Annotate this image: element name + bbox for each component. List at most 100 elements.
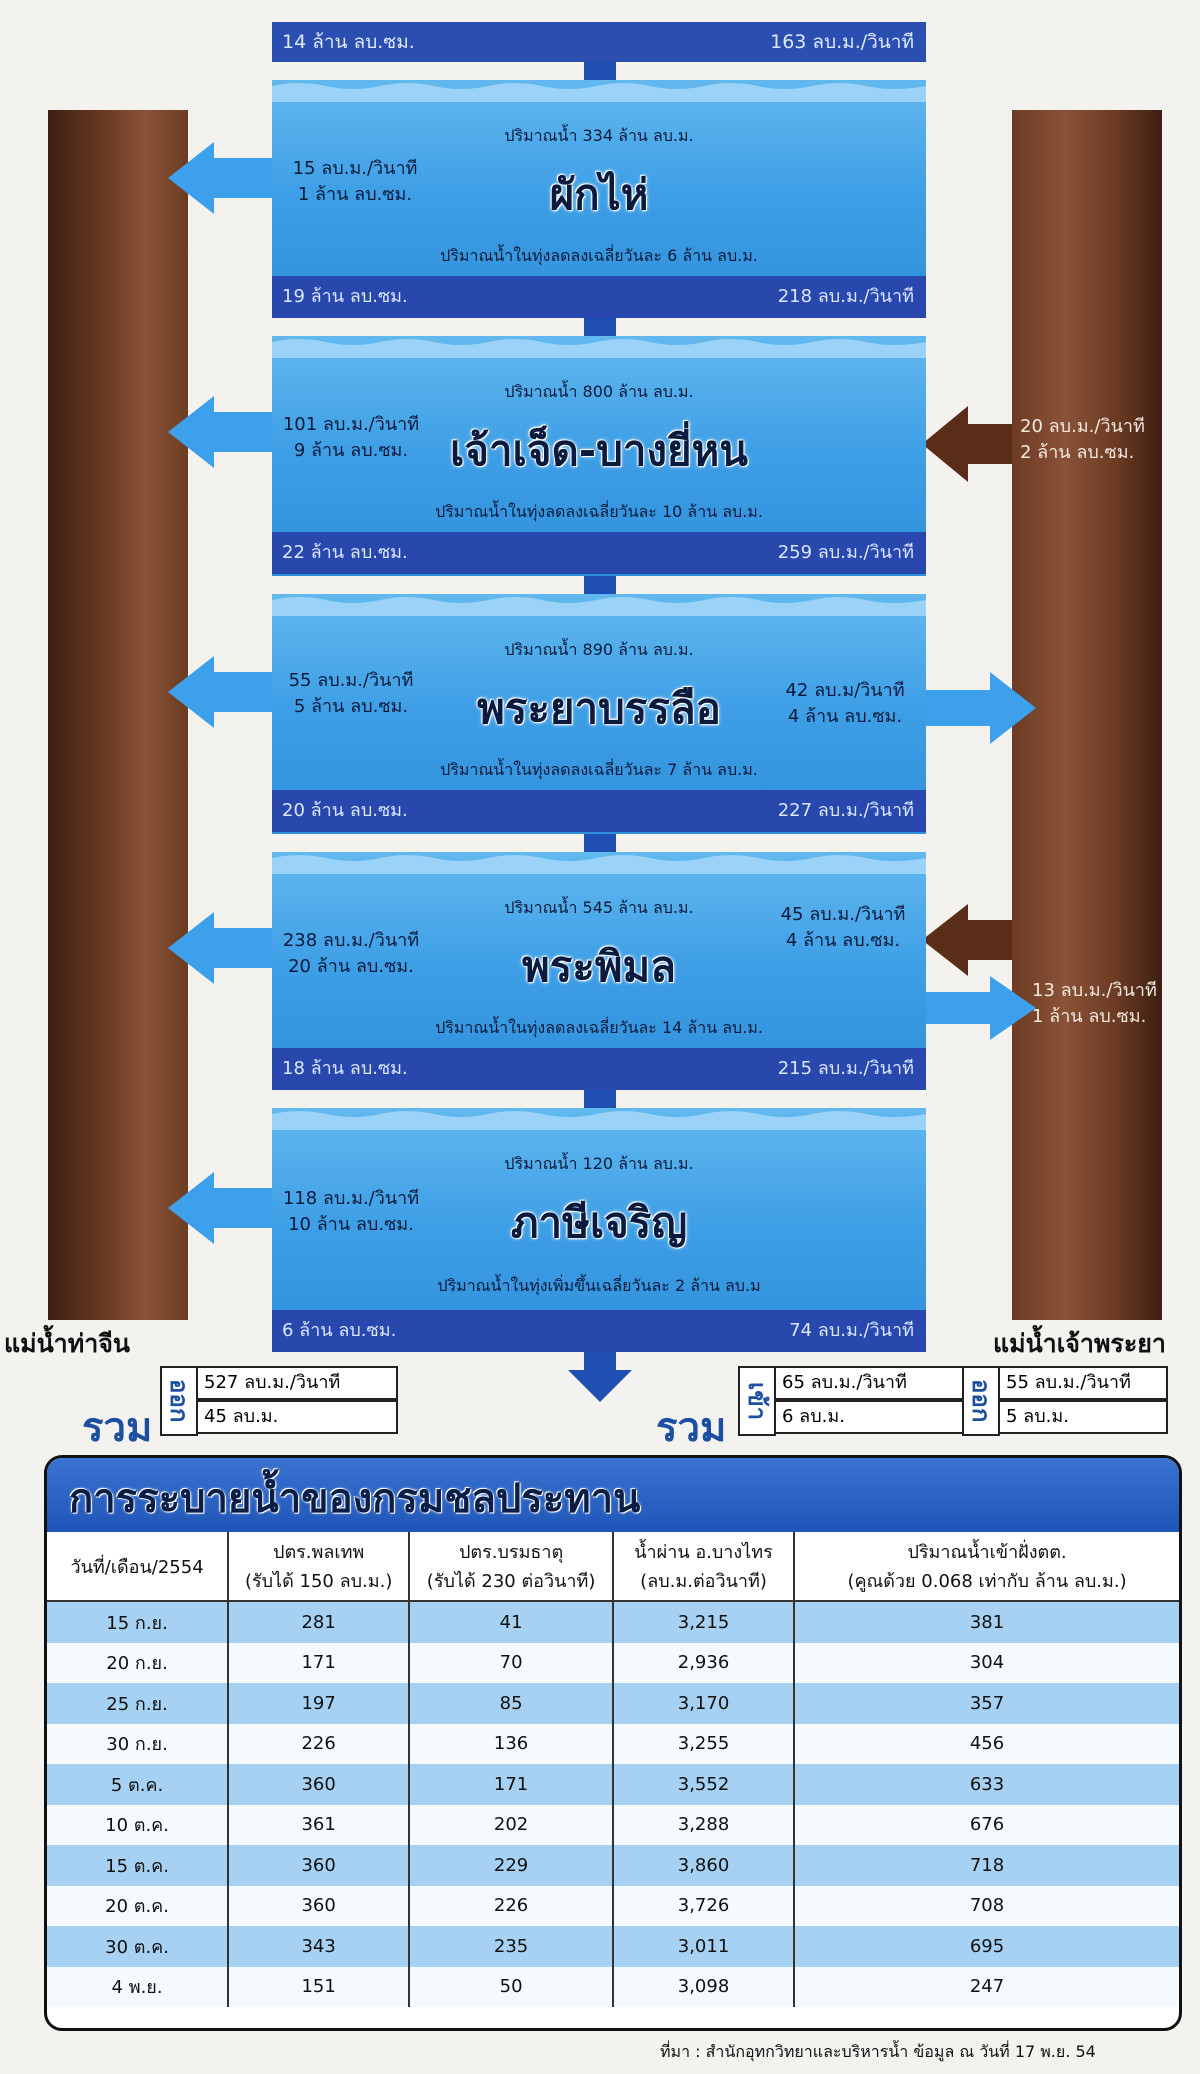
- box-bottom-bar: 6 ล้าน ลบ.ซม. 74 ลบ.ม./วินาที: [272, 1310, 926, 1352]
- table-cell: 5 ต.ค.: [47, 1764, 230, 1805]
- left-out-label-4: 238 ลบ.ม./วินาที 20 ล้าน ลบ.ซม.: [276, 928, 426, 980]
- bottom-left-value: 18 ล้าน ลบ.ซม.: [282, 1058, 408, 1079]
- right-in-label-4: 45 ลบ.ม./วินาที 4 ล้าน ลบ.ซม.: [768, 902, 918, 954]
- bottom-right-value: 215 ลบ.ม./วินาที: [777, 1058, 914, 1079]
- summary-right-label: รวม: [656, 1405, 727, 1451]
- table-cell: 50: [409, 1966, 614, 2007]
- table-cell: 15 ก.ย.: [47, 1601, 230, 1643]
- table-cell: 30 ก.ย.: [47, 1723, 230, 1764]
- bottom-left-value: 19 ล้าน ลบ.ซม.: [282, 286, 408, 307]
- wave-top-5: [272, 1111, 926, 1130]
- table-cell: 3,726: [612, 1885, 796, 1926]
- flow-volume: 5 ล้าน ลบ.ซม.: [293, 696, 409, 717]
- col-date: วันที่/เดือน/2554: [47, 1532, 230, 1602]
- right-in-label-2: 20 ลบ.ม./วินาที 2 ล้าน ลบ.ซม.: [1020, 414, 1170, 466]
- table-cell: 360: [228, 1885, 411, 1926]
- table-cell: 226: [409, 1885, 614, 1926]
- box-volume: ปริมาณน้ำ 545 ล้าน ลบ.ม.: [504, 898, 694, 917]
- bottom-right-value: 259 ลบ.ม./วินาที: [777, 542, 914, 563]
- summary-left-label: รวม: [82, 1405, 153, 1451]
- left-out-arrow-3: [168, 656, 272, 728]
- left-out-label-2: 101 ลบ.ม./วินาที 9 ล้าน ลบ.ซม.: [276, 412, 426, 464]
- wave-top-4: [272, 855, 926, 874]
- box-note: ปริมาณน้ำในทุ่งเพิ่มขึ้นเฉลี่ยวันละ 2 ล้…: [437, 1276, 761, 1295]
- bottom-right-value: 218 ลบ.ม./วินาที: [777, 286, 914, 307]
- table-cell: 151: [228, 1966, 411, 2007]
- box-phraya-banlue: ปริมาณน้ำ 890 ล้าน ลบ.ม. พระยาบรรลือ ปริ…: [272, 594, 926, 834]
- flow-volume: 20 ล้าน ลบ.ซม.: [288, 956, 414, 977]
- box-phak-hai: ปริมาณน้ำ 334 ล้าน ลบ.ม. ผักไห่ ปริมาณน้…: [272, 80, 926, 318]
- summary-right-in-volume: 6 ลบ.ม.: [774, 1400, 964, 1434]
- table-cell: 20 ก.ย.: [47, 1642, 230, 1683]
- top-strip-right: 163 ลบ.ม./วินาที: [770, 31, 914, 53]
- table-header-band: การระบายน้ำของกรมชลประทาน: [47, 1458, 1179, 1532]
- flow-rate: 118 ลบ.ม./วินาที: [282, 1188, 420, 1209]
- table-cell: 718: [794, 1845, 1179, 1886]
- flow-rate: 15 ลบ.ม./วินาที: [292, 158, 418, 179]
- box-bottom-bar: 20 ล้าน ลบ.ซม. 227 ลบ.ม./วินาที: [272, 790, 926, 832]
- box-note: ปริมาณน้ำในทุ่งลดลงเฉลี่ยวันละ 7 ล้าน ลบ…: [440, 760, 758, 779]
- flow-volume: 4 ล้าน ลบ.ซม.: [785, 930, 901, 951]
- wave-top-1: [272, 83, 926, 102]
- wave-top-3: [272, 597, 926, 616]
- table-cell: 20 ต.ค.: [47, 1885, 230, 1926]
- box-volume: ปริมาณน้ำ 890 ล้าน ลบ.ม.: [504, 640, 694, 659]
- table-cell: 3,098: [612, 1966, 796, 2007]
- table-cell: 2,936: [612, 1642, 796, 1683]
- col-phonlathep: ปตร.พลเทพ(รับได้ 150 ลบ.ม.): [228, 1532, 411, 1602]
- table-cell: 281: [228, 1601, 411, 1643]
- table-cell: 235: [409, 1926, 614, 1967]
- table-cell: 360: [228, 1764, 411, 1805]
- table-cell: 343: [228, 1926, 411, 1967]
- flow-volume: 2 ล้าน ลบ.ซม.: [1020, 442, 1135, 463]
- flow-volume: 10 ล้าน ลบ.ซม.: [288, 1214, 414, 1235]
- col-west-inflow: ปริมาณน้ำเข้าฝั่งตต.(คูณด้วย 0.068 เท่าก…: [794, 1532, 1179, 1602]
- left-out-arrow-1: [168, 142, 272, 214]
- table-header-row: วันที่/เดือน/2554 ปตร.พลเทพ(รับได้ 150 ล…: [47, 1532, 1179, 1602]
- left-out-arrow-4: [168, 912, 272, 984]
- flow-rate: 42 ลบ.ม/วินาที: [785, 680, 905, 701]
- summary-right-out-rate: 55 ลบ.ม./วินาที: [998, 1366, 1168, 1400]
- table-cell: 695: [794, 1926, 1179, 1967]
- summary-right-out-volume: 5 ลบ.ม.: [998, 1400, 1168, 1434]
- table-cell: 456: [794, 1723, 1179, 1764]
- summary-right-out-tag: ออก: [962, 1366, 1000, 1436]
- source-note: ที่มา : สำนักอุทกวิทยาและบริหารน้ำ ข้อมู…: [660, 2042, 1096, 2061]
- chao-phraya-river: [1012, 110, 1162, 1320]
- flow-volume: 9 ล้าน ลบ.ซม.: [293, 440, 409, 461]
- table-cell: 3,860: [612, 1845, 796, 1886]
- summary-right-in-rate: 65 ลบ.ม./วินาที: [774, 1366, 964, 1400]
- table-cell: 136: [409, 1723, 614, 1764]
- flow-volume: 1 ล้าน ลบ.ซม.: [1032, 1006, 1147, 1027]
- flow-volume: 4 ล้าน ลบ.ซม.: [787, 706, 903, 727]
- table-cell: 381: [794, 1601, 1179, 1643]
- bottom-left-value: 20 ล้าน ลบ.ซม.: [282, 800, 408, 821]
- table-cell: 30 ต.ค.: [47, 1926, 230, 1967]
- table-cell: 197: [228, 1683, 411, 1724]
- table-cell: 3,552: [612, 1764, 796, 1805]
- table-cell: 226: [228, 1723, 411, 1764]
- tha-chin-river: [48, 110, 188, 1320]
- table-cell: 41: [409, 1601, 614, 1643]
- box-bottom-bar: 18 ล้าน ลบ.ซม. 215 ลบ.ม./วินาที: [272, 1048, 926, 1090]
- flow-rate: 55 ลบ.ม./วินาที: [288, 670, 414, 691]
- box-name: พระพิมล: [522, 942, 676, 991]
- box-name: ภาษีเจริญ: [510, 1198, 688, 1247]
- wave-top-2: [272, 339, 926, 358]
- table-cell: 3,170: [612, 1683, 796, 1724]
- flow-rate: 238 ลบ.ม./วินาที: [282, 930, 420, 951]
- table-cell: 229: [409, 1845, 614, 1886]
- flow-rate: 101 ลบ.ม./วินาที: [282, 414, 420, 435]
- flow-arrows-layer: [168, 62, 1036, 1402]
- left-river-label: แม่น้ำท่าจีน: [4, 1329, 130, 1358]
- box-bottom-bar: 19 ล้าน ลบ.ซม. 218 ลบ.ม./วินาที: [272, 276, 926, 318]
- table-cell: 10 ต.ค.: [47, 1804, 230, 1845]
- table-cell: 357: [794, 1683, 1179, 1724]
- table-cell: 360: [228, 1845, 411, 1886]
- box-name: ผักไห่: [549, 170, 649, 219]
